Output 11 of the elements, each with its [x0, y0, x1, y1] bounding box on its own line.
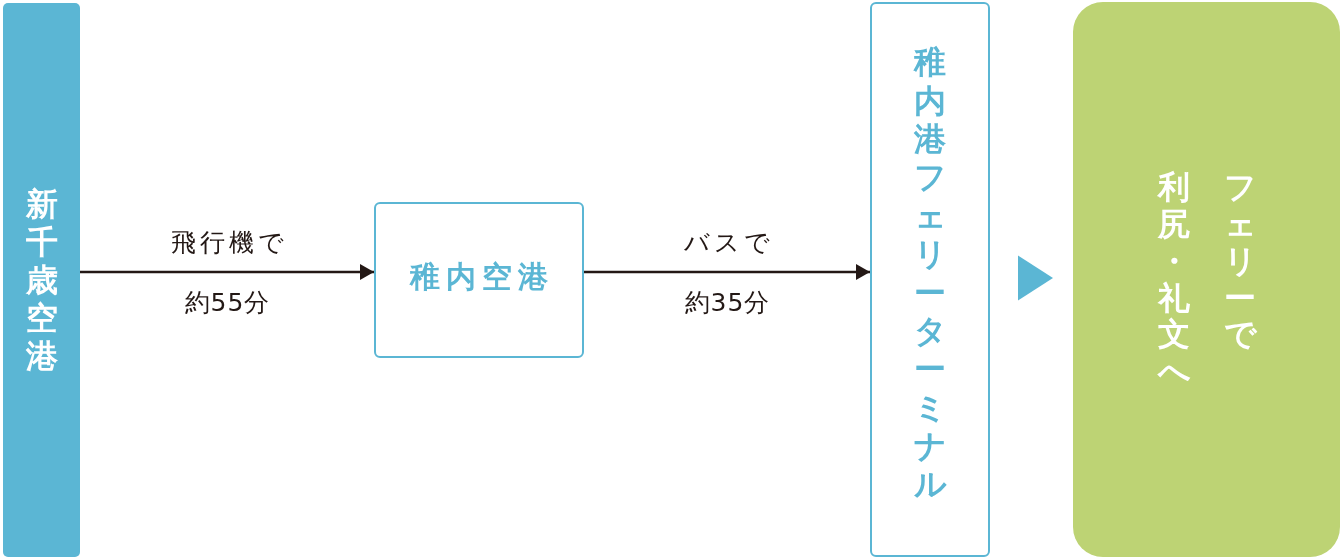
- triangle-arrow: [1018, 255, 1053, 301]
- arrow: [584, 264, 870, 280]
- node-label: 稚内空港: [408, 259, 554, 295]
- location-box: [374, 202, 584, 358]
- location-panel: [1073, 2, 1340, 557]
- arrow: [80, 264, 374, 280]
- location-box: [870, 2, 990, 557]
- node-label: フェリーで利尻・礼文へ: [1157, 169, 1256, 390]
- node-label: 稚内港フェリーターミナル: [914, 43, 946, 504]
- location-panel: [3, 3, 80, 557]
- node-label: 新千歳空港: [25, 184, 58, 376]
